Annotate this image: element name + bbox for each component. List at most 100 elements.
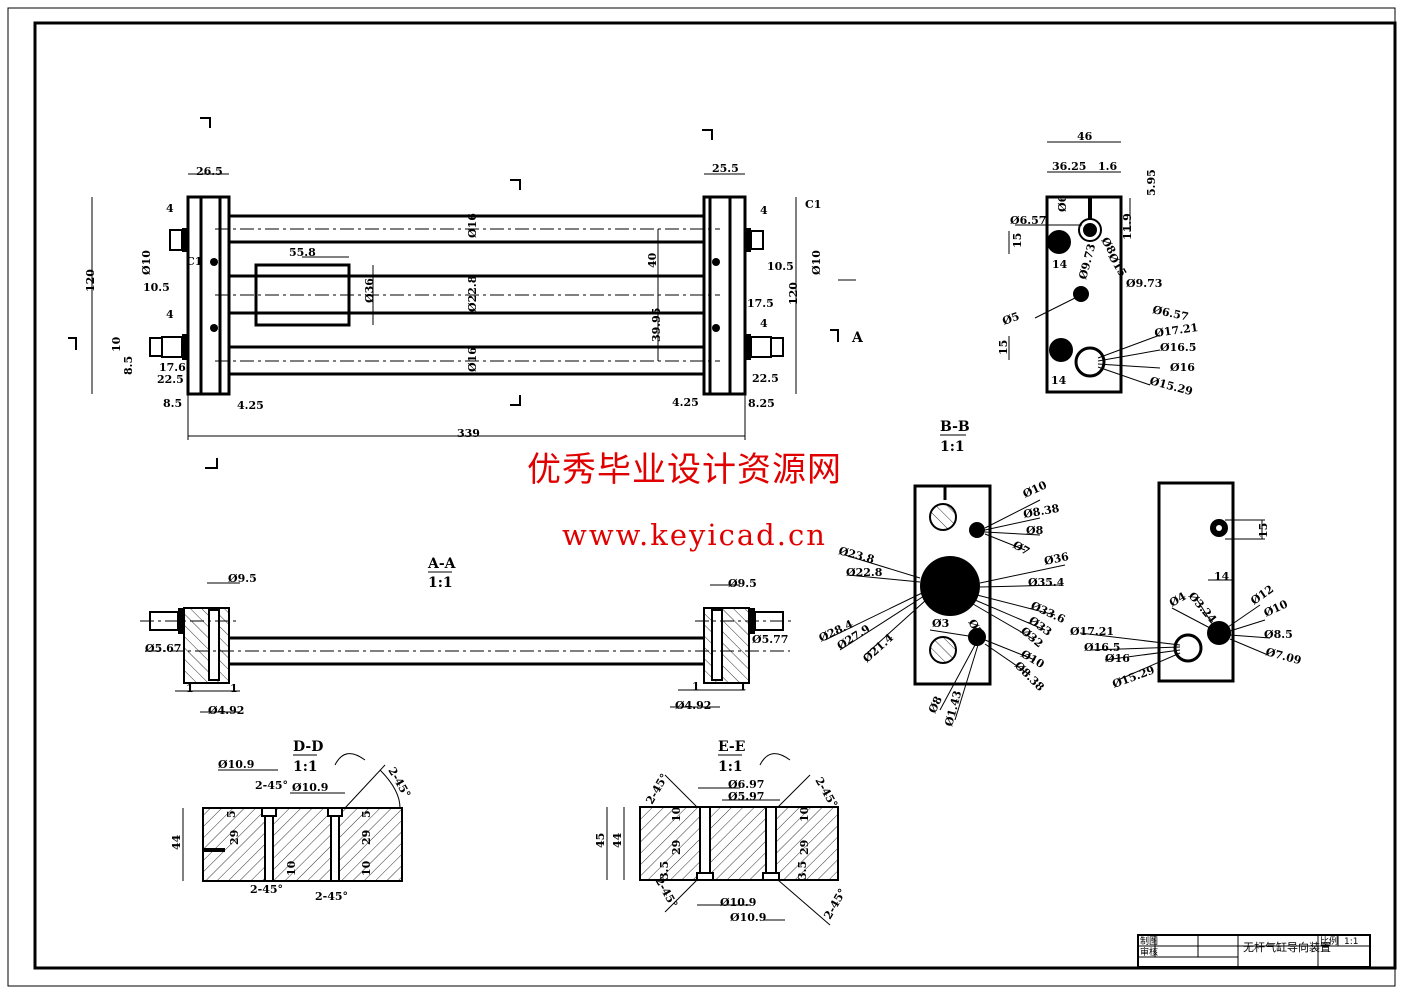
ee-dim-d5-97: Ø5.97 [728,790,764,803]
dim-4-a: 4 [166,202,174,215]
side-dim-d9-73-a: Ø9.73 [1076,242,1098,281]
section-aa-scale: 1:1 [428,575,453,591]
section-ee-title: E-E [718,739,745,755]
section-bb-title: B-B [940,419,970,435]
bb-dim-d8-38-a: Ø8.38 [1022,502,1060,521]
tb-checked-label: 审核 [1140,946,1158,958]
watermark-title: 优秀毕业设计资源网 [527,450,842,490]
side-dim-d5: Ø5 [1001,310,1022,328]
side-dim-d15: Ø15 [1105,251,1129,279]
side-dim-d9-73-b: Ø9.73 [1126,277,1162,290]
watermark-url: www.keyicad.cn [562,518,827,552]
dd-dim-chamfer-b: 2-45° [385,765,413,800]
section-ee-view [606,774,839,926]
aa-dim-d5-77: Ø5.77 [752,633,788,646]
section-aa-view [140,582,795,713]
fitting-left-top [169,229,183,251]
dim-10-5-right: 10.5 [767,260,794,273]
dim-10-5-left: 10.5 [143,281,170,294]
section-dd-view [182,764,403,882]
dd-dim-d10-9-a: Ø10.9 [218,758,254,771]
dd-dim-v29-b: 29 [360,830,373,845]
tb-part-name: 无杆气缸导向装置 [1243,940,1331,954]
section-dd-scale: 1:1 [293,759,318,775]
rb-dim-d7-09: Ø7.09 [1264,645,1303,667]
rotation-arrow-dd [334,753,366,766]
dim-rod-top: Ø16 [466,213,479,238]
chamfer-left: C1 [186,255,202,268]
dd-dim-v5-a: 5 [225,810,238,818]
side-dim-w14-b: 14 [1051,374,1067,387]
dim-d10-left: Ø10 [140,250,153,275]
side-dim-5-95: 5.95 [1145,169,1158,196]
section-ee-scale: 1:1 [718,759,743,775]
rb-dim-d17-21: Ø17.21 [1070,625,1114,638]
side-dim-d6-57-a: Ø6.57 [1010,214,1046,227]
dim-10: 10 [110,336,123,352]
right-block-view [1079,481,1271,683]
tb-scale-value: 1:1 [1344,937,1358,947]
dim-rod-mid: Ø22.8 [466,275,479,312]
rb-dim-d3-24: Ø3.24 [1186,590,1220,626]
side-dim-d16-5: Ø16.5 [1160,341,1196,354]
ee-dim-v3-5-b: 3.5 [796,861,809,880]
side-dim-d6-57-b: Ø6.57 [1151,303,1189,323]
side-dim-h15-a: 15 [1011,233,1024,248]
ee-dim-h45: 45 [594,833,607,848]
side-dim-w14-a: 14 [1052,258,1068,271]
rb-dim-d15-29: Ø15.29 [1111,664,1157,691]
side-dim-d16: Ø16 [1170,361,1195,374]
section-mark-a: A [851,330,864,346]
section-dd-title: D-D [293,739,323,755]
dim-8-5-b: 8.5 [163,397,182,410]
bb-dim-d36: Ø36 [1043,550,1070,568]
dim-4-c: 4 [760,204,768,217]
ee-dim-v3-5-a: 3.5 [658,861,671,880]
dim-rod-bottom: Ø16 [466,347,479,372]
ee-dim-d10-9-b: Ø10.9 [730,911,766,924]
dd-dim-h44: 44 [170,834,183,850]
dim-8-25: 8.25 [748,397,775,410]
dim-left-width: 26.5 [196,165,223,178]
ee-dim-d10-9-a: Ø10.9 [720,896,756,909]
side-dim-11-9: 11.9 [1121,213,1134,240]
dim-d10-right: Ø10 [810,250,823,275]
side-dim-h15-b: 15 [997,340,1010,355]
ee-dim-v10-b: 10 [798,806,811,822]
dim-piston-dia: Ø36 [363,278,376,303]
dim-17-5: 17.5 [747,297,774,310]
ee-dim-v10-a: 10 [670,806,683,822]
dim-4-25-right: 4.25 [672,396,699,409]
side-dim-1-6: 1.6 [1098,160,1117,173]
dim-overall-length: 339 [457,427,480,440]
dim-spacing-40: 40 [646,252,659,268]
aa-dim-1-d: 1 [739,680,747,693]
dd-dim-v10-a: 10 [285,860,298,876]
chamfer-right: C1 [805,198,821,211]
side-block [1045,195,1123,394]
dim-height-left: 120 [84,269,97,292]
piston [254,263,351,327]
aa-dim-d4-92-left: Ø4.92 [208,704,244,717]
port-bottom [1074,346,1106,378]
aa-dim-d9-5-left: Ø9.5 [228,572,257,585]
dim-4-25-left: 4.25 [237,399,264,412]
ee-dim-chamfer-a: 2-45° [643,771,671,806]
dim-8-5-a: 8.5 [122,356,135,375]
dd-dim-chamfer-c: 2-45° [250,883,283,896]
ee-dim-h44: 44 [611,832,624,848]
rb-dim-w14: 14 [1214,570,1230,583]
ee-dim-v29-b: 29 [798,840,811,855]
rb-dim-d4: Ø4 [1167,590,1189,610]
aa-dim-d5-67: Ø5.67 [145,642,181,655]
side-dim-d17-21: Ø17.21 [1154,321,1199,340]
title-block [1137,934,1371,968]
bb-dim-d8-b: Ø8 [926,694,945,715]
bb-dim-d8: Ø8 [1026,524,1044,537]
bb-dim-d22-8: Ø22.8 [846,566,883,579]
front-view [68,117,856,469]
section-aa-title: A-A [427,556,457,572]
dd-dim-chamfer-d: 2-45° [315,890,348,903]
rb-dim-d16-5: Ø16.5 [1084,641,1120,654]
dd-dim-chamfer-a: 2-45° [255,779,288,792]
